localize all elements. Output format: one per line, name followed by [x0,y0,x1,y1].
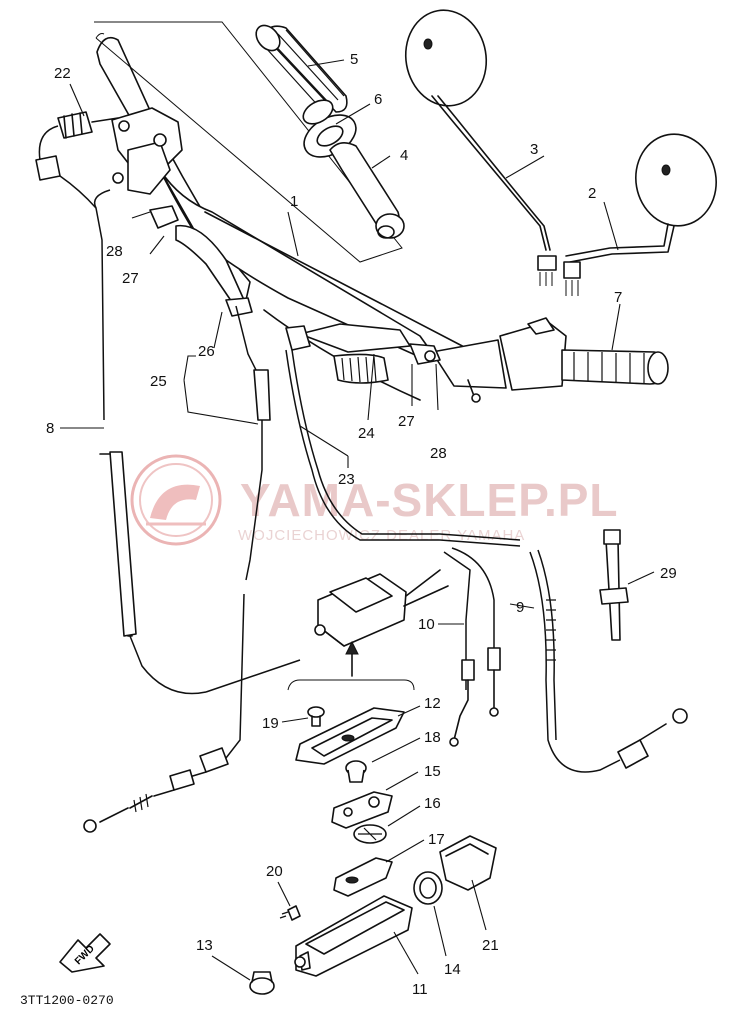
callout-5: 5 [350,51,358,68]
cap-13 [249,971,275,995]
leader-lines [60,59,655,981]
callout-27-left: 27 [122,270,139,287]
boot-21 [439,835,497,891]
screw-19 [307,706,325,727]
callout-28-left: 28 [106,243,123,260]
throttle-grip [329,142,405,239]
diagram-code: 3TT1200-0270 [20,993,114,1008]
callout-11: 11 [412,981,428,998]
plate-17 [333,857,393,897]
grip-group-outline [94,21,403,263]
callout-27-right: 27 [398,413,415,430]
callout-19: 19 [262,715,279,732]
callout-14: 14 [444,961,461,978]
callout-13: 13 [196,937,213,954]
right-mirror [563,133,717,296]
watermark: YAMA-SKLEP.PL WOJCIECHOWICZ DEALER YAMAH… [130,454,619,546]
callouts: 1 2 3 4 5 6 7 8 9 10 11 12 13 14 15 16 1… [46,51,677,998]
callout-4: 4 [400,147,408,164]
cable-junction-box [314,569,449,647]
callout-8: 8 [46,420,54,437]
clutch-cable [35,125,301,695]
cam-16 [353,824,387,844]
plate-15 [331,791,393,829]
watermark-logo [130,454,222,546]
callout-28-right: 28 [430,445,447,462]
callout-25: 25 [150,373,167,390]
callout-10: 10 [418,616,435,633]
callout-9: 9 [516,599,524,616]
callout-29: 29 [660,565,677,582]
callout-24: 24 [358,425,375,442]
assembly-arrow [345,640,359,655]
left-lever-holder [111,107,253,317]
case-11 [294,895,413,977]
cable-strap [599,529,629,641]
right-grip-assembly [431,317,669,403]
callout-7: 7 [614,289,622,306]
callout-26: 26 [198,343,215,360]
callout-23: 23 [338,471,355,488]
front-brake-lever [285,323,441,384]
fwd-arrow: FWD [59,933,111,973]
clutch-lever-bolt [149,205,179,229]
callout-15: 15 [424,763,441,780]
throttle-cable-23 [285,349,521,547]
watermark-title: YAMA-SKLEP.PL [240,474,619,526]
callout-16: 16 [424,795,441,812]
callout-2: 2 [588,185,596,202]
left-grip [255,24,348,113]
cover-12 [295,707,405,765]
clutch-cable-adjuster [57,111,119,139]
callout-6: 6 [374,91,382,108]
callout-12: 12 [424,695,441,712]
callout-1: 1 [290,193,298,210]
callout-21: 21 [482,937,499,954]
bolt-20 [279,905,301,921]
grommet-18 [345,760,367,783]
grommet-14 [413,871,443,905]
brake-cable-25 [83,305,271,833]
callout-20: 20 [266,863,283,880]
watermark-subtitle: WOJCIECHOWICZ DEALER YAMAHA [238,527,525,544]
callout-22: 22 [54,65,71,82]
throttle-cables-9-10 [443,547,688,773]
left-mirror [404,9,557,286]
callout-17: 17 [428,831,445,848]
callout-3: 3 [530,141,538,158]
callout-18: 18 [424,729,441,746]
junction-bracket [287,679,415,691]
